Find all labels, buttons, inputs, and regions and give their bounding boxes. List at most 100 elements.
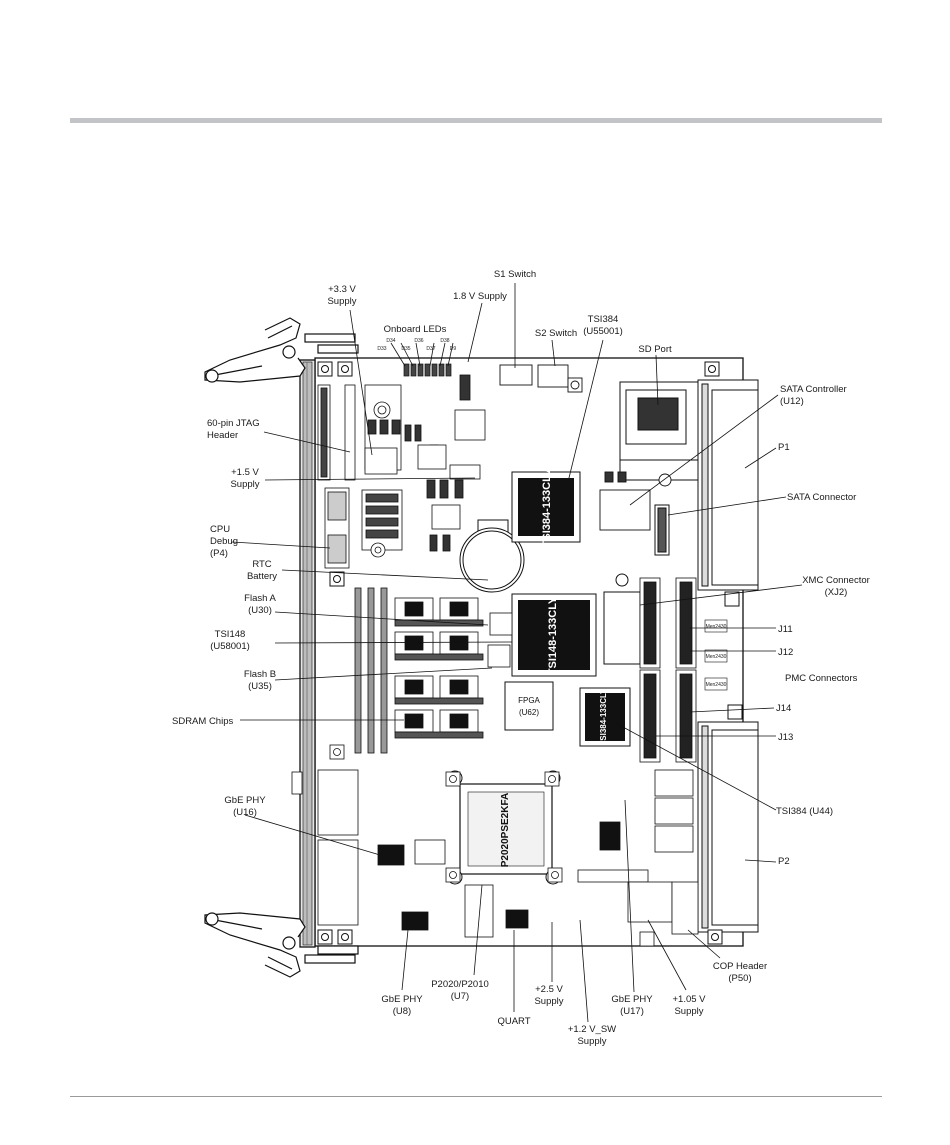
label-tsi384-u44: TSI384 (U44) <box>776 806 833 817</box>
cpu-debug-header <box>324 487 350 569</box>
label-jtag-line2: Header <box>207 430 238 441</box>
label-j14: J14 <box>776 703 791 714</box>
label-gbe-u17-line2: (U17) <box>620 1006 644 1017</box>
label-flash-a-line2: (U30) <box>248 605 272 616</box>
pmc-connector-j13 <box>639 669 661 763</box>
label-1v05-supply-line2: Supply <box>674 1006 703 1017</box>
header-rule <box>70 118 882 123</box>
label-gbe-u8-line2: (U8) <box>393 1006 411 1017</box>
label-led-d35: D35 <box>401 346 410 352</box>
label-rtc-line1: RTC <box>252 559 271 570</box>
lower-components <box>291 744 699 947</box>
p1-connector <box>697 379 759 591</box>
label-led-d9: D9 <box>450 346 457 352</box>
label-led-d38: D38 <box>440 338 449 344</box>
label-s2-switch: S2 Switch <box>535 328 577 339</box>
label-gbe-u8-line1: GbE PHY <box>381 994 423 1005</box>
flash-sdram-section <box>354 587 513 754</box>
label-gbe-u16-line2: (U16) <box>233 807 257 818</box>
label-tsi148-line2: (U58001) <box>210 641 250 652</box>
s1-switch <box>499 364 533 386</box>
label-xmc-line2: (XJ2) <box>825 587 848 598</box>
label-1v05-supply-line1: +1.05 V <box>672 994 706 1005</box>
jtag-header <box>317 384 356 481</box>
label-jtag-line1: 60-pin JTAG <box>207 418 260 429</box>
label-led-d33: D33 <box>377 346 386 352</box>
rtc-battery <box>459 519 525 593</box>
label-3v3-supply-line2: Supply <box>327 296 356 307</box>
tsi384-top-marking: TSI384-133CLV <box>541 468 553 547</box>
tsi384-u44-chip <box>579 687 631 747</box>
label-flash-a-line1: Flash A <box>244 593 276 604</box>
label-gbe-u17-line1: GbE PHY <box>611 994 653 1005</box>
label-pmc-connectors: PMC Connectors <box>785 673 858 684</box>
label-led-d34: D34 <box>386 338 395 344</box>
label-led-d37: D37 <box>426 346 435 352</box>
label-xmc-line1: XMC Connector <box>802 575 870 586</box>
callout-labels: S1 Switch +3.3 V Supply 1.8 V Supply Onb… <box>172 269 870 1047</box>
pmc-chip-2-marking: Men2430 <box>706 654 727 660</box>
label-flash-b-line1: Flash B <box>244 669 276 680</box>
sata-connector <box>654 504 670 556</box>
label-tsi148-line1: TSI148 <box>215 629 246 640</box>
label-cpu-debug-line3: (P4) <box>210 548 228 559</box>
label-j11: J11 <box>778 624 793 635</box>
label-2v5-supply-line2: Supply <box>534 996 563 1007</box>
label-p2020-line2: (U7) <box>451 991 469 1002</box>
label-cpu-debug-line1: CPU <box>210 524 230 535</box>
label-sata-controller-line1: SATA Controller <box>780 384 847 395</box>
label-tsi384-top-line1: TSI384 <box>588 314 619 325</box>
label-1v5-supply-line2: Supply <box>230 479 259 490</box>
tsi384-u44-marking: TSI384-133CLV <box>599 688 608 746</box>
pmc-chip-3-marking: Men2430 <box>706 682 727 688</box>
label-2v5-supply-line1: +2.5 V <box>535 984 563 995</box>
label-cop-header-line2: (P50) <box>728 973 751 984</box>
label-flash-b-line2: (U35) <box>248 681 272 692</box>
top-ejector-handle <box>204 317 359 383</box>
power-section <box>361 374 486 558</box>
label-s1-switch: S1 Switch <box>494 269 536 280</box>
pmc-chip-1-marking: Men2430 <box>706 624 727 630</box>
label-sd-port: SD Port <box>638 344 672 355</box>
label-onboard-leds: Onboard LEDs <box>384 324 447 335</box>
bottom-ejector-handle <box>204 912 359 978</box>
label-sdram-chips: SDRAM Chips <box>172 716 233 727</box>
label-cpu-debug-line2: Debug <box>210 536 238 547</box>
fpga-marking-line2: (U62) <box>519 708 539 717</box>
label-quart: QUART <box>497 1016 530 1027</box>
fpga-chip <box>504 681 554 731</box>
label-1v8-supply: 1.8 V Supply <box>453 291 507 302</box>
label-rtc-line2: Battery <box>247 571 277 582</box>
label-p1: P1 <box>778 442 790 453</box>
p2020-marking: P2020PSE2KFA <box>500 793 511 868</box>
pmc-connector-j14 <box>675 669 697 763</box>
label-tsi384-top-line2: (U55001) <box>583 326 623 337</box>
s2-switch <box>537 364 583 393</box>
tsi148-marking: TSI148-133CLY <box>547 596 559 675</box>
footer-rule <box>70 1096 882 1097</box>
label-1v5-supply-line1: +1.5 V <box>231 467 259 478</box>
leader-lines <box>231 283 803 1023</box>
pmc-connector-j12 <box>675 577 697 669</box>
label-p2: P2 <box>778 856 790 867</box>
tsi384-top-chip <box>511 471 581 543</box>
onboard-leds <box>403 363 452 377</box>
label-3v3-supply-line1: +3.3 V <box>328 284 356 295</box>
label-j12: J12 <box>778 647 793 658</box>
tsi148-chip <box>511 593 597 677</box>
label-led-d36: D36 <box>414 338 423 344</box>
mounting-holes <box>317 361 743 945</box>
label-p2020-line1: P2020/P2010 <box>431 979 489 990</box>
pmc-connector-j11 <box>639 577 661 669</box>
label-sata-connector: SATA Connector <box>787 492 856 503</box>
label-cop-header-line1: COP Header <box>713 961 767 972</box>
label-j13: J13 <box>778 732 793 743</box>
label-1v2-supply-line1: +1.2 V_SW <box>568 1024 616 1035</box>
label-sata-controller-line2: (U12) <box>780 396 804 407</box>
label-1v2-supply-line2: Supply <box>577 1036 606 1047</box>
pmc-small-chips <box>704 619 728 691</box>
sd-port <box>619 381 699 481</box>
p2-connector <box>697 721 759 933</box>
label-gbe-u16-line1: GbE PHY <box>224 795 266 806</box>
